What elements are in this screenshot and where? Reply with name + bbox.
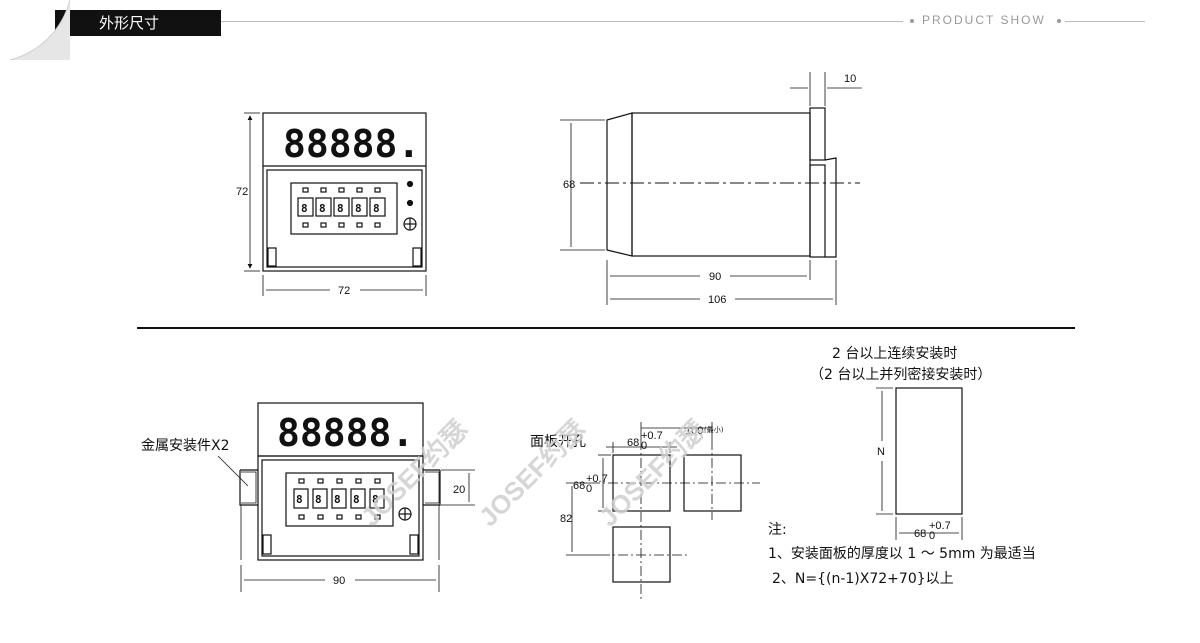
mount-width-dim: 90 — [333, 575, 345, 587]
multi-mount-width-dim: 68 — [914, 528, 926, 540]
side-body-dim: 90 — [709, 271, 721, 283]
panel-cutout — [566, 422, 760, 600]
notes-heading: 注: — [768, 522, 787, 538]
mounting-view — [217, 402, 475, 592]
front-width-dim: 72 — [338, 285, 350, 297]
thumbwheel-digit: 8 — [353, 493, 360, 506]
tolerance-lower: 0 — [929, 530, 935, 542]
cutout-height-dim: 68 — [573, 480, 585, 492]
header-dot — [1057, 19, 1061, 23]
side-flange-dim: 10 — [844, 73, 856, 85]
thumbwheel-digit: 8 — [373, 202, 380, 215]
thumbwheel-digit: 8 — [334, 493, 341, 506]
thumbwheel-digit: 8 — [301, 202, 308, 215]
thumbwheel-digit: 8 — [372, 493, 379, 506]
thumbwheel-switches — [297, 187, 386, 228]
section-title: 外形尺寸 — [55, 10, 221, 36]
mount-display-digits: 88888. — [277, 411, 414, 455]
section-divider — [137, 327, 1075, 329]
side-view — [560, 72, 862, 305]
thumbwheel-digit: 8 — [355, 202, 362, 215]
tolerance-upper: +0.7 — [586, 473, 608, 485]
front-view — [244, 112, 427, 296]
side-total-dim: 106 — [708, 294, 726, 306]
note-2: 2、N={(n-1)X72+70}以上 — [772, 571, 954, 587]
mount-side-dim: 20 — [453, 484, 465, 496]
product-show-label: PRODUCT SHOW — [922, 13, 1046, 27]
tolerance-lower: 0 — [586, 483, 592, 495]
multi-mount-n-label: N — [877, 446, 885, 458]
multi-mount-drawing — [876, 387, 963, 540]
note-1: 1、安装面板的厚度以 1 ～ 5mm 为最适当 — [768, 546, 1036, 562]
page-curl-decoration — [9, 0, 70, 60]
thumbwheel-digit: 8 — [315, 493, 322, 506]
tolerance-upper: +0.7 — [641, 430, 663, 442]
metal-mount-label: 金属安装件X2 — [141, 438, 230, 454]
tolerance-lower: 0 — [641, 440, 647, 452]
tolerance-upper: +0.7 — [929, 520, 951, 532]
header-rule-right — [1065, 21, 1145, 22]
thumbwheel-digit: 8 — [296, 493, 303, 506]
thumbwheel-digit: 8 — [319, 202, 326, 215]
cutout-spacing-note: (最小) — [704, 425, 724, 434]
front-display-digits: 88888. — [283, 122, 420, 166]
panel-cutout-label: 面板开孔 — [530, 434, 586, 450]
cutout-width-dim: 68 — [627, 437, 639, 449]
multi-mount-line2: （2 台以上并列密接安装时） — [810, 366, 991, 383]
thumbwheel-digit: 8 — [337, 202, 344, 215]
side-height-dim: 68 — [563, 179, 575, 191]
header-rule — [221, 21, 903, 22]
header-dot — [910, 19, 914, 23]
multi-mount-line1: 2 台以上连续安装时 — [832, 345, 957, 362]
cutout-pitch-dim: 82 — [560, 513, 572, 525]
cutout-spacing-dim: 100 — [685, 425, 703, 437]
watermark: JOSEF约瑟 — [473, 414, 591, 532]
front-height-dim: 72 — [236, 186, 248, 198]
